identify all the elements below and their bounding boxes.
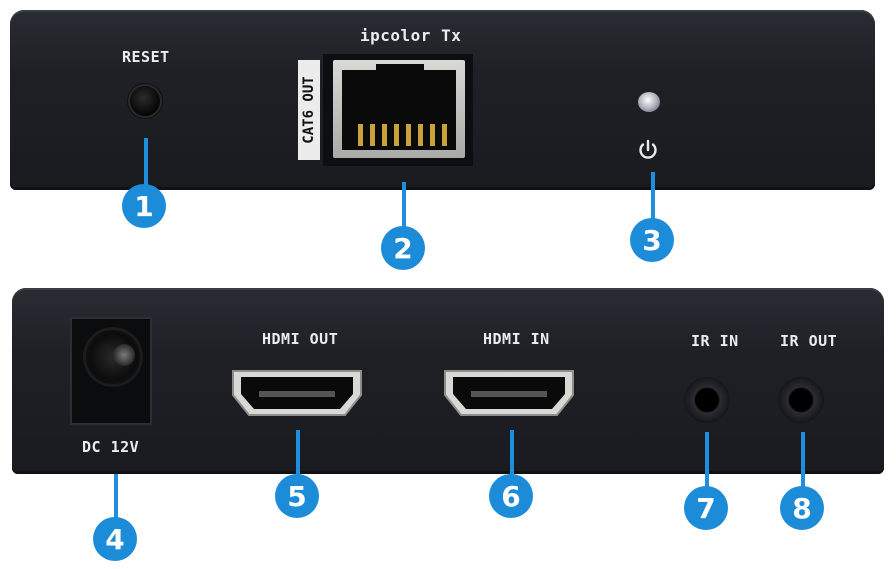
callout-badge-6: 6 — [489, 474, 533, 518]
brand-label: ipcolor Tx — [360, 26, 462, 45]
callout-line-2 — [402, 182, 406, 230]
callout-badge-1: 1 — [122, 184, 166, 228]
callout-line-3 — [651, 172, 655, 222]
reset-label: RESET — [122, 48, 170, 66]
rj45-pin — [382, 124, 387, 146]
callout-line-6 — [510, 430, 514, 482]
callout-badge-5: 5 — [275, 474, 319, 518]
power-led — [638, 92, 660, 112]
ir-in-label: IR IN — [691, 332, 739, 350]
rj45-pin — [430, 124, 435, 146]
dc-jack-pin — [113, 344, 135, 366]
rj45-pin — [370, 124, 375, 146]
reset-button[interactable] — [130, 86, 160, 116]
rj45-pin — [394, 124, 399, 146]
ir-out-jack[interactable] — [778, 377, 824, 423]
callout-badge-7: 7 — [684, 486, 728, 530]
dc-label: DC 12V — [82, 438, 140, 456]
ir-in-jack[interactable] — [684, 377, 730, 423]
callout-line-7 — [705, 432, 709, 492]
hdmi-in-port[interactable] — [441, 367, 577, 419]
rj45-pin — [418, 124, 423, 146]
hdmi-out-label: HDMI OUT — [262, 330, 339, 348]
rj45-pin — [406, 124, 411, 146]
callout-line-1 — [144, 138, 148, 188]
callout-line-8 — [801, 432, 805, 492]
cat6-out-tag: CAT6 OUT — [298, 60, 320, 160]
callout-badge-4: 4 — [93, 517, 137, 561]
callout-line-4 — [114, 474, 118, 526]
power-icon — [639, 139, 657, 159]
rj45-pin — [358, 124, 363, 146]
callout-badge-3: 3 — [630, 218, 674, 262]
callout-line-5 — [296, 430, 300, 482]
rj45-latch-slot — [376, 64, 424, 78]
ir-out-label: IR OUT — [780, 332, 838, 350]
hdmi-out-port[interactable] — [229, 367, 365, 419]
rj45-pin — [442, 124, 447, 146]
cat6-out-label: CAT6 OUT — [301, 76, 317, 144]
callout-badge-2: 2 — [381, 226, 425, 270]
callout-badge-8: 8 — [780, 486, 824, 530]
hdmi-in-label: HDMI IN — [483, 330, 550, 348]
